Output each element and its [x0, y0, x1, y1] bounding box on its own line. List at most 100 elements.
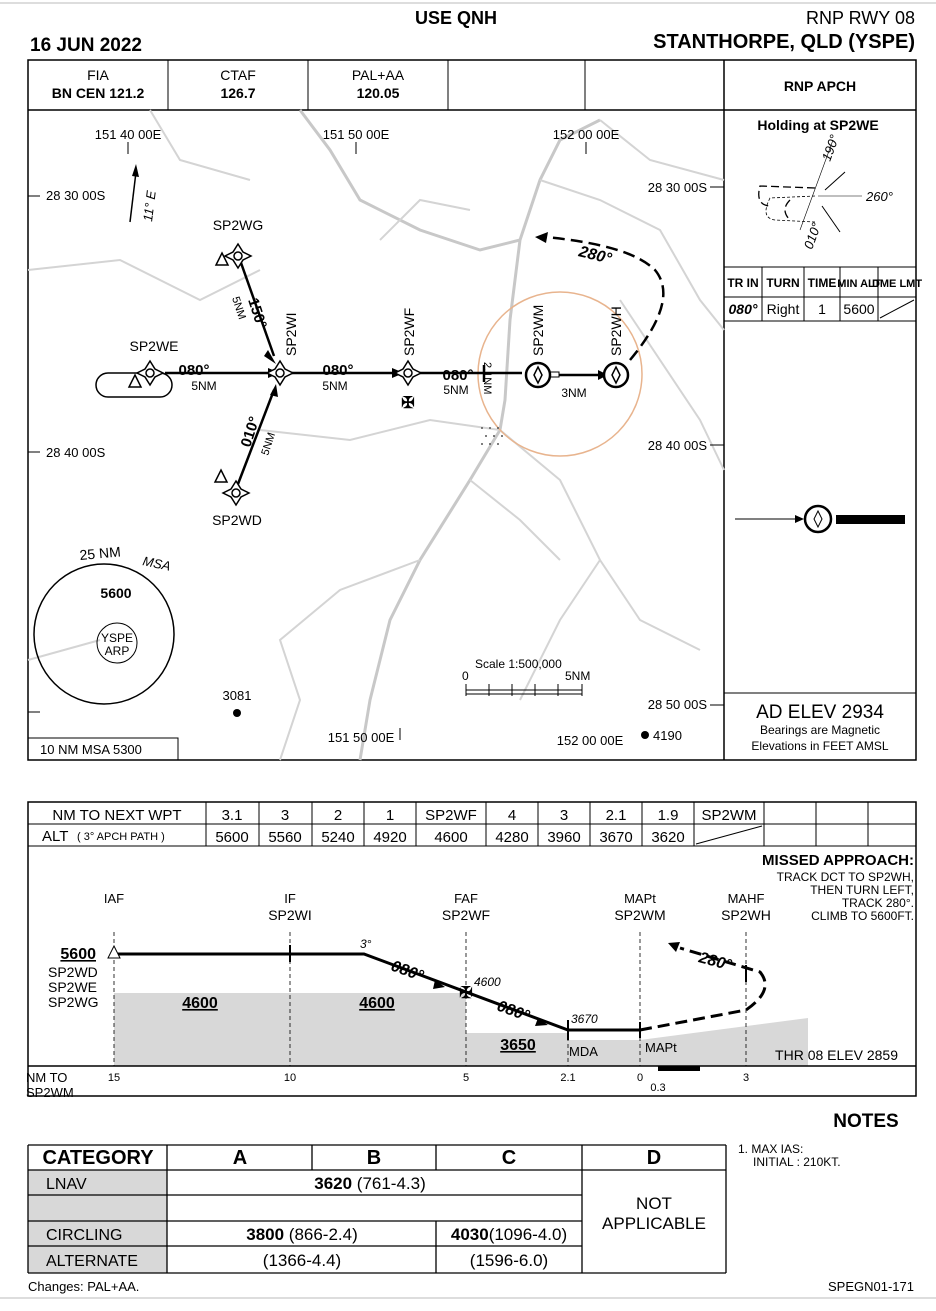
cell: 1	[386, 807, 394, 824]
segment-min-alt: 3650	[500, 1037, 536, 1054]
category-b: B	[367, 1147, 381, 1169]
scale-zero: 0	[462, 669, 469, 683]
holding-pattern	[95, 372, 173, 398]
distance-tick: 2.1	[560, 1072, 575, 1084]
distance-tick: 0.3	[650, 1082, 665, 1094]
ctaf-label: CTAF	[220, 67, 256, 83]
cell: 2.1	[606, 807, 627, 824]
scale-bar: Scale 1:500,000 0 5NM	[462, 657, 590, 696]
stepdown-altitude: 3670	[571, 1012, 598, 1026]
glide-path: 3°	[360, 937, 372, 951]
lat-label: 28 50 00S	[648, 697, 708, 712]
cell: SP2WF	[425, 807, 477, 824]
lat-label: 28 30 00S	[648, 180, 708, 195]
scale-label: Scale 1:500,000	[475, 657, 562, 671]
cell: 3	[560, 807, 568, 824]
col-header: DME LMT	[872, 278, 922, 290]
procedure-title: RNP RWY 08	[806, 8, 915, 28]
wpt-sp2wd: SP2WD	[212, 512, 262, 528]
variation: 11° E	[140, 189, 159, 222]
circling-ab-detail: (866-2.4)	[284, 1225, 358, 1244]
faf-cross: ✠	[401, 395, 414, 412]
spot-elevation: 4190	[653, 728, 682, 743]
cell: 5240	[321, 829, 354, 846]
note-item: INITIAL : 210KT.	[753, 1155, 841, 1169]
wpt-sp2we: SP2WE	[129, 338, 178, 354]
distance-label: 5NM	[443, 383, 468, 397]
circling-c-detail: (1096-4.0)	[489, 1225, 567, 1244]
holding-title: Holding at SP2WE	[757, 117, 878, 133]
category-a: A	[233, 1147, 247, 1169]
category-d: D	[647, 1147, 661, 1169]
col-header: MIN ALT	[837, 278, 881, 290]
approach-type: RNP APCH	[784, 78, 856, 94]
iaf-name: SP2WE	[48, 979, 97, 995]
airport-name: STANTHORPE, QLD (YSPE)	[653, 31, 915, 53]
distance-tick: 15	[108, 1072, 120, 1084]
fix-role: IF	[284, 891, 296, 906]
lon-label: 151 50 00E	[328, 730, 395, 745]
min-alt: 5600	[843, 301, 874, 317]
lon-label: 151 50 00E	[323, 127, 390, 142]
msa-center: YSPE	[101, 631, 133, 645]
track-label: 080°	[178, 362, 209, 379]
distance-label: 5NM	[191, 379, 216, 393]
cell: 5600	[215, 829, 248, 846]
cell: 4600	[434, 829, 467, 846]
segment-min-alt: 4600	[359, 995, 395, 1012]
mda-label: MDA	[569, 1044, 598, 1059]
frequency-table: FIA BN CEN 121.2 CTAF 126.7 PAL+AA 120.0…	[28, 60, 916, 760]
cell: SP2WM	[701, 807, 756, 824]
turn-direction: Right	[767, 301, 800, 317]
descent-table: NM TO NEXT WPT ALT ( 3° APCH PATH ) 3.1 …	[27, 801, 917, 1097]
circling-c: 4030(1096-4.0)	[451, 1225, 567, 1244]
track-label: 080°	[442, 367, 473, 384]
msa-radius: 25 NM	[79, 543, 121, 563]
cell: 4280	[495, 829, 528, 846]
fix-name: SP2WM	[614, 907, 665, 923]
wpt-sp2wh: SP2WH	[608, 306, 624, 356]
msa-center-arp: ARP	[105, 644, 130, 658]
cell: 5560	[268, 829, 301, 846]
threshold-elevation: THR 08 ELEV 2859	[775, 1047, 898, 1063]
holding-panel: Holding at SP2WE 190° 260° 010° TR IN TU…	[724, 117, 922, 322]
waypoint-symbol	[223, 242, 253, 270]
distance-tick: 3	[743, 1072, 749, 1084]
missed-approach-title: MISSED APPROACH:	[762, 852, 914, 869]
lat-label: 28 30 00S	[46, 188, 106, 203]
use-qnh: USE QNH	[415, 8, 497, 28]
lon-label: 152 00 00E	[553, 127, 620, 142]
cell: 1.9	[658, 807, 679, 824]
bearing-260: 260°	[865, 189, 893, 204]
minima-table: CATEGORY A B C D LNAV 3620 (761-4.3) CIR…	[27, 1144, 727, 1274]
chart-date: 16 JUN 2022	[30, 35, 142, 56]
segment-min-alt: 4600	[182, 995, 218, 1012]
fix-role: IAF	[104, 891, 124, 906]
lnav-label: LNAV	[46, 1176, 87, 1193]
pal-value: 120.05	[357, 85, 400, 101]
inbound-track: 080°	[729, 301, 758, 317]
axis-label: NM TO	[26, 1070, 67, 1085]
wpt-sp2wg: SP2WG	[213, 217, 264, 233]
fix-role: MAHF	[728, 891, 765, 906]
changes-note: Changes: PAL+AA.	[28, 1279, 139, 1294]
scale-five: 5NM	[565, 669, 590, 683]
circling-ab-alt: 3800	[246, 1225, 284, 1244]
lnav-alt: 3620	[314, 1174, 352, 1193]
circling-c-alt: 4030	[451, 1225, 489, 1244]
faf-altitude: 4600	[474, 975, 501, 989]
ten-nm-msa: 10 NM MSA 5300	[40, 742, 142, 757]
runway-diagram	[735, 504, 905, 534]
row-sublabel: ( 3° APCH PATH )	[77, 831, 165, 843]
fix-name: SP2WF	[442, 907, 490, 923]
circling-label: CIRCLING	[46, 1227, 122, 1244]
alternate-label: ALTERNATE	[46, 1253, 138, 1270]
msa-altitude: 5600	[100, 585, 131, 601]
cell: 4920	[373, 829, 406, 846]
fia-label: FIA	[87, 67, 109, 83]
msa-diagram: 25 NM MSA 5600 YSPE ARP	[33, 543, 175, 705]
cat-d-na: APPLICABLE	[602, 1214, 706, 1233]
ctaf-value: 126.7	[220, 85, 255, 101]
cell: 4	[508, 807, 516, 824]
